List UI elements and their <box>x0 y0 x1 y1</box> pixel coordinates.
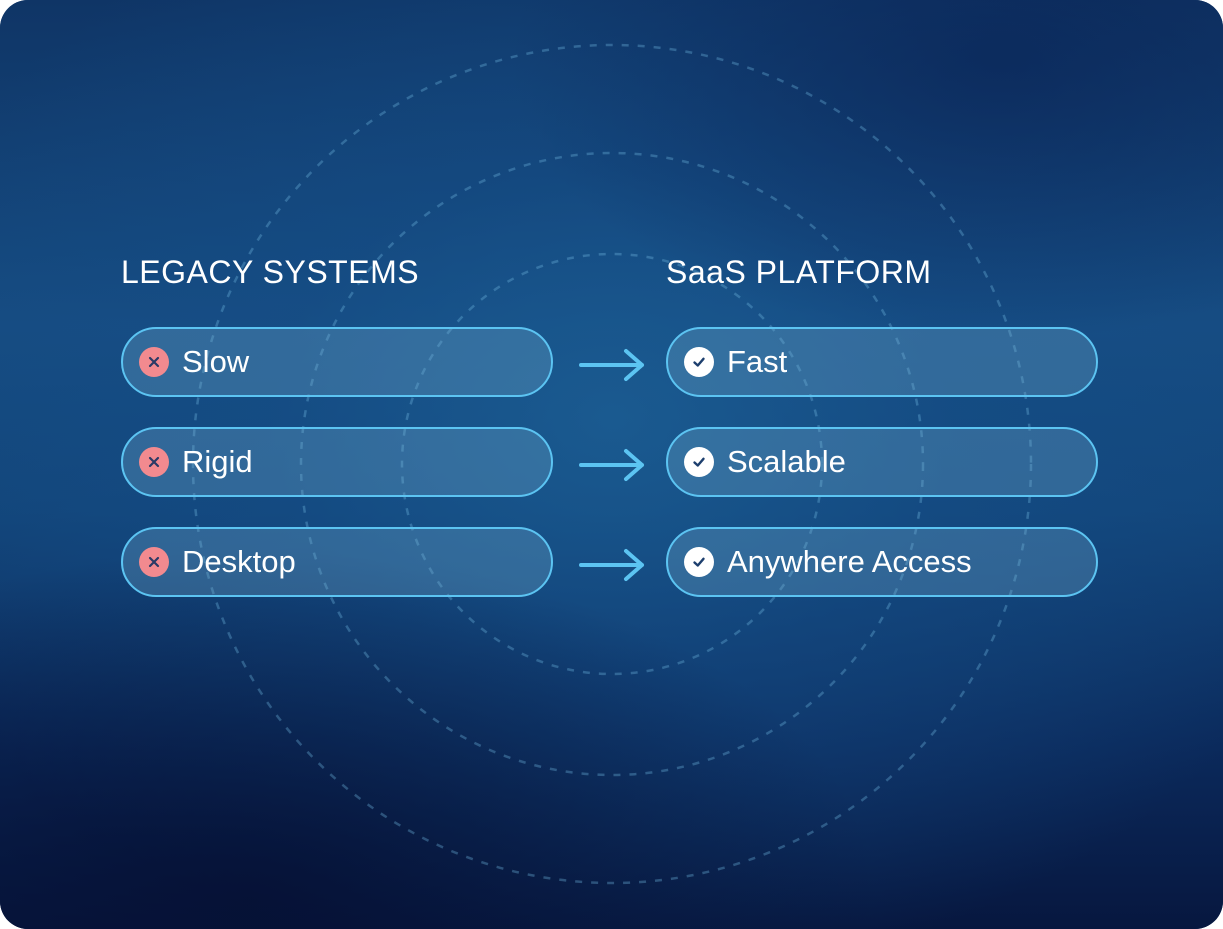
x-circle-icon <box>139 547 169 577</box>
legacy-item-label: Slow <box>182 344 250 379</box>
x-circle-icon <box>139 347 169 377</box>
saas-platform-heading: SaaS PLATFORM <box>666 254 932 290</box>
check-circle-icon <box>684 447 714 477</box>
legacy-item-slow: Slow <box>121 327 553 397</box>
check-circle-icon <box>684 347 714 377</box>
arrow-right-icon <box>579 549 644 581</box>
legacy-item-label: Rigid <box>182 444 253 479</box>
arrow-right-icon <box>579 449 644 481</box>
check-circle-icon <box>684 547 714 577</box>
saas-item-label: Scalable <box>727 444 846 479</box>
arrow-right-icon <box>579 349 644 381</box>
ring-inner <box>400 252 824 676</box>
legacy-item-label: Desktop <box>182 544 296 579</box>
saas-item-anywhere-access: Anywhere Access <box>666 527 1098 597</box>
ring-outer <box>191 43 1033 885</box>
x-circle-icon <box>139 447 169 477</box>
saas-item-fast: Fast <box>666 327 1098 397</box>
saas-item-label: Anywhere Access <box>727 544 972 579</box>
saas-item-label: Fast <box>727 344 788 379</box>
legacy-item-rigid: Rigid <box>121 427 553 497</box>
legacy-item-desktop: Desktop <box>121 527 553 597</box>
legacy-systems-heading: LEGACY SYSTEMS <box>121 254 420 290</box>
ring-middle <box>299 151 925 777</box>
saas-item-scalable: Scalable <box>666 427 1098 497</box>
